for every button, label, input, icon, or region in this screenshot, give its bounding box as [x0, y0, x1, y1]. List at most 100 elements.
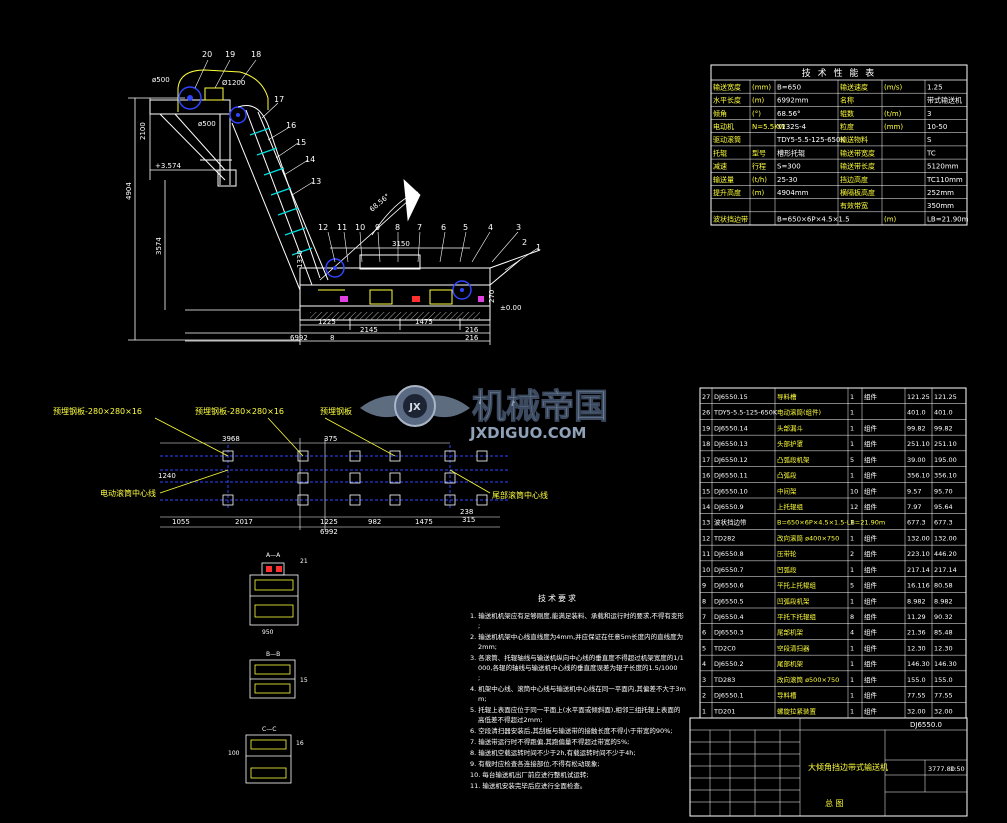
dim-h2100: 2100	[139, 122, 147, 140]
tech-cell-r5-c1: 型号	[752, 148, 766, 157]
bom-cell-r20-c0: 1	[702, 707, 706, 715]
bom-cell-r3-c1: DJ6550.13	[714, 440, 748, 448]
bom-cell-r13-c2: 凹弧段机架	[777, 596, 810, 605]
bom-cell-r13-c6: 8.982	[934, 597, 953, 605]
section-aa-label: A—A	[266, 552, 281, 559]
tech-cell-r4-c3: 输送物料	[840, 135, 868, 144]
bom-cell-r15-c0: 6	[702, 629, 706, 637]
bom-cell-r20-c3: 1	[850, 707, 854, 715]
balloon-2: 2	[522, 238, 527, 247]
bom-cell-r9-c2: 改向滚筒 ø400×750	[777, 533, 839, 542]
balloon-4: 4	[488, 223, 493, 232]
bom-cell-r16-c4: 组件	[864, 643, 878, 652]
bom-cell-r13-c3: 1	[850, 597, 854, 605]
bom-cell-r18-c4: 组件	[864, 675, 878, 684]
balloon-16: 16	[286, 121, 296, 130]
title-drawing-no: DJ6550.0	[910, 721, 942, 729]
bom-cell-r19-c3: 1	[850, 692, 854, 700]
bom-cell-r15-c3: 4	[850, 629, 854, 637]
bom-cell-r20-c6: 32.00	[934, 707, 953, 715]
foundation-hatch	[310, 312, 480, 320]
left-dimensions	[128, 97, 300, 341]
tech-cell-r0-c1: (mm)	[752, 83, 771, 91]
balloon-3: 3	[516, 223, 521, 232]
bom-cell-r0-c3: 1	[850, 393, 854, 401]
title-scale: 1:50	[950, 765, 965, 773]
tech-cell-r6-c1: 行程	[752, 162, 766, 171]
tech-cell-r2-c0: 倾角	[713, 109, 727, 118]
note-item-11: 11. 输送机安装完毕后应进行全面检查。	[470, 781, 586, 790]
bom-cell-r18-c1: TD283	[713, 676, 735, 684]
bom-cell-r15-c1: DJ6550.3	[714, 629, 744, 637]
balloon-20: 20	[202, 50, 212, 59]
bom-cell-r5-c2: 凸弧段	[777, 471, 797, 480]
tech-cell-r6-c2: S=300	[777, 163, 801, 171]
bom-cell-r6-c2: 中间架	[777, 486, 797, 495]
tech-cell-r9-c5: 350mm	[927, 202, 954, 210]
tech-cell-r2-c5: 3	[927, 110, 931, 118]
tech-cell-r5-c3: 输送带宽度	[840, 148, 875, 157]
bom-cell-r11-c1: DJ6550.7	[714, 566, 744, 574]
bom-cell-r7-c0: 14	[702, 503, 710, 511]
bom-cell-r15-c2: 尾部机架	[777, 628, 804, 637]
bom-cell-r14-c3: 8	[850, 613, 854, 621]
head-pulley-small	[229, 106, 247, 124]
section-cc	[245, 734, 292, 784]
tech-cell-r3-c4: (mm)	[884, 123, 903, 131]
bom-cell-r1-c2: 电动滚筒(组件)	[777, 408, 821, 417]
plan-dim-3968: 3968	[222, 435, 240, 443]
label-plate-mid: 预埋钢板-280×280×16	[195, 406, 284, 416]
tail-details-yellow	[318, 289, 453, 305]
bom-cell-r17-c4: 组件	[864, 659, 878, 668]
dim-w8: 8	[330, 334, 334, 342]
tech-cell-r3-c5: 10-50	[927, 123, 947, 131]
dim-w3150: 3150	[392, 240, 410, 248]
bom-cell-r3-c3: 1	[850, 440, 854, 448]
balloon-17: 17	[274, 95, 284, 104]
bom-cell-r0-c0: 27	[702, 393, 710, 401]
incline-idlers	[249, 127, 313, 256]
tail-accents	[340, 296, 484, 302]
bom-cell-r9-c6: 132.00	[934, 534, 957, 542]
tech-cell-r8-c2: 4904mm	[777, 189, 809, 197]
bom-cell-r9-c0: 12	[702, 534, 710, 542]
tech-cell-r0-c2: B=650	[777, 83, 801, 91]
bom-cell-r16-c1: TD2C0	[713, 644, 736, 652]
bom-cell-r16-c3: 1	[850, 644, 854, 652]
note-item-7: 7. 输送带运行时不得跑偏,其跑偏量不得超过带宽的5%;	[470, 737, 629, 746]
tech-cell-r1-c1: (m)	[752, 97, 765, 105]
bom-cell-r5-c4: 组件	[864, 471, 878, 480]
plan-centerlines	[160, 445, 510, 510]
bom-cell-r0-c1: DJ6550.15	[714, 393, 748, 401]
tech-cell-r10-c2: B=650×6P×4.5×1.5	[777, 215, 850, 223]
bom-cell-r14-c2: 平托下托辊组	[777, 612, 817, 621]
bom-cell-r0-c4: 组件	[864, 392, 878, 401]
bom-cell-r2-c3: 1	[850, 424, 854, 432]
balloon-labels: 20 19 18 17 16 15 14 13 12 11 10 9 8 7 6…	[202, 50, 541, 252]
tech-cell-r2-c2: 68.56°	[777, 110, 801, 118]
note-item-9: 9. 有载时应检查各连接部位,不得有松动现象;	[470, 759, 600, 768]
plan-dim-1055: 1055	[172, 518, 190, 526]
bom-cell-r4-c0: 17	[702, 456, 710, 464]
section-bb-balloon: 15	[300, 677, 308, 684]
label-motor-center: 电动滚筒中心线	[100, 488, 156, 498]
bom-cell-r5-c6: 356.10	[934, 472, 957, 480]
balloon-10: 10	[355, 223, 365, 232]
dim-elev-000: ±0.00	[500, 304, 521, 312]
bom-cell-r8-c2: B=650×6P×4.5×1.5-LB=21.90m	[777, 519, 885, 527]
tech-cell-r7-c0: 输送量	[713, 175, 734, 184]
head-cover	[177, 69, 269, 112]
section-bb	[249, 659, 296, 699]
bom-cell-r1-c0: 26	[702, 409, 710, 417]
bom-cell-r6-c0: 15	[702, 487, 710, 495]
plan-dim-1225: 1225	[320, 518, 338, 526]
bom-cell-r19-c5: 77.55	[907, 692, 926, 700]
bom-cell-r12-c0: 9	[702, 582, 706, 590]
bom-cell-r3-c6: 251.10	[934, 440, 957, 448]
plan-dim-1240: 1240	[158, 472, 176, 480]
bom-cell-r17-c6: 146.30	[934, 660, 957, 668]
